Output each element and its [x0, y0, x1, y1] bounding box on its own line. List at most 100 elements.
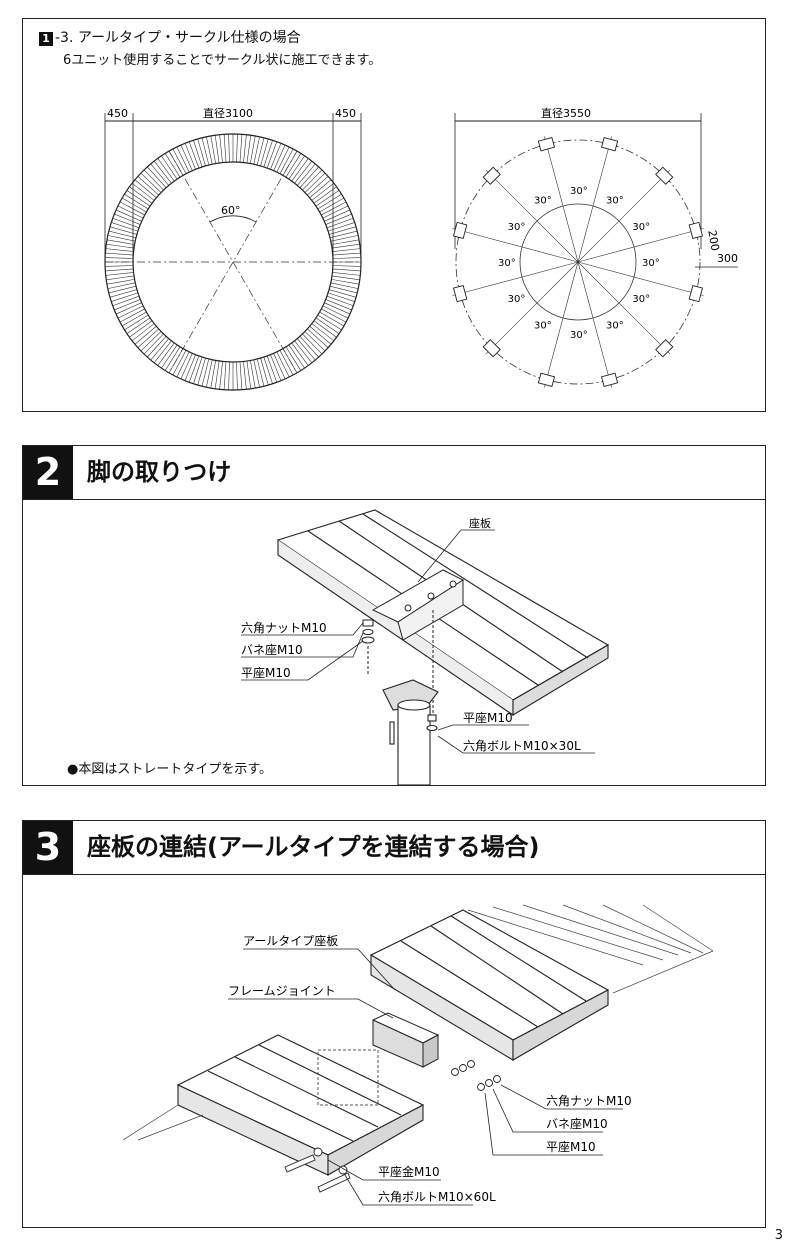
ring-slat — [109, 226, 137, 235]
bolt-marker — [482, 339, 501, 358]
label-r-seat: アールタイプ座板 — [243, 933, 338, 948]
bolt-layout-diagram: 直径3550 30°30°30°30°30°30°30°30°30°30°30°… — [452, 106, 738, 388]
spoke-line — [544, 261, 579, 388]
bolt-marker — [452, 284, 468, 303]
ring-slat — [112, 295, 140, 307]
ring-slat — [285, 346, 302, 371]
ring-slat — [329, 226, 357, 235]
ring-slat — [256, 358, 265, 387]
ring-slat — [322, 305, 349, 319]
section1-badge: 1 — [39, 32, 53, 46]
ring-slat — [153, 340, 172, 364]
section2-number: 2 — [23, 446, 73, 499]
ring-slat — [309, 326, 332, 345]
ring-slat — [329, 230, 358, 239]
ring-slat — [197, 138, 206, 166]
ring-slat — [330, 235, 359, 242]
ring-slat — [188, 355, 200, 383]
section1-title: -3. アールタイプ・サークル仕様の場合 — [55, 30, 301, 46]
ring-slat — [270, 354, 282, 381]
angle-label-30: 30° — [606, 196, 624, 207]
ring-slat — [319, 311, 345, 327]
ring-slat — [322, 205, 349, 219]
ring-slat — [331, 243, 360, 249]
dim-450-left: 450 — [107, 107, 128, 120]
ring-slat — [319, 197, 345, 213]
ring-slat — [317, 314, 342, 331]
ring-slat — [108, 285, 137, 294]
ring-slat — [105, 272, 134, 276]
section1-heading: 1-3. アールタイプ・サークル仕様の場合 — [39, 27, 301, 47]
bolt-markers — [452, 136, 704, 388]
ring-slat — [121, 311, 147, 327]
ring-slat — [119, 308, 145, 323]
ring-slat — [180, 353, 193, 380]
ring-slat — [246, 135, 252, 164]
ring-slat — [117, 305, 144, 319]
ring-slat — [106, 275, 135, 281]
ring-slat — [321, 308, 347, 323]
ring-slat — [250, 135, 256, 164]
ring-slat — [188, 141, 200, 169]
ring-slat — [324, 302, 351, 315]
angle-label-30: 30° — [632, 222, 650, 233]
ring-slat — [161, 155, 178, 180]
ring-slat — [329, 289, 357, 298]
section-seat-connection: 3 座板の連結(アールタイプを連結する場合) — [22, 820, 766, 1228]
spoke-line — [577, 261, 671, 355]
bolt-marker — [600, 136, 619, 152]
ring-slat — [114, 299, 141, 311]
ring-slat — [302, 169, 323, 191]
spoke-line — [485, 169, 579, 263]
ring-slat — [307, 176, 329, 196]
ring-slat — [328, 292, 355, 302]
ring-slat — [239, 134, 243, 163]
ring-slat — [206, 136, 213, 165]
angle-label-30: 30° — [642, 258, 660, 269]
dim-3550: 直径3550 — [541, 106, 591, 120]
ring-slat — [266, 355, 278, 383]
ring-slat — [279, 148, 294, 174]
ring-slat — [124, 314, 149, 331]
seat-connection-illustration: アールタイプ座板 フレームジョイント 六角ナットM10 バネ座M10 平座M10… — [122, 904, 714, 1206]
ring-slat — [206, 359, 213, 388]
ring-slat — [253, 136, 260, 165]
ring-slat — [105, 248, 134, 252]
ring-slat — [105, 265, 134, 267]
spoke-line — [452, 228, 579, 263]
ring-slat — [210, 135, 216, 164]
bolt-marker — [600, 372, 619, 388]
ring-slat — [180, 144, 193, 171]
label-spring-washer-3: バネ座M10 — [546, 1116, 608, 1131]
ring-slat — [236, 361, 238, 390]
section3-header: 3 座板の連結(アールタイプを連結する場合) — [23, 821, 765, 875]
angle-label-30: 30° — [534, 196, 552, 207]
ring-slat — [332, 252, 361, 256]
angle-label-30: 30° — [508, 222, 526, 233]
section3-title: 座板の連結(アールタイプを連結する場合) — [87, 833, 540, 861]
ring-slat — [126, 190, 151, 207]
dim-3100: 直径3100 — [203, 106, 253, 120]
ring-slat — [331, 279, 360, 285]
section2-title: 脚の取りつけ — [87, 458, 232, 486]
ring-slat — [304, 331, 326, 352]
ring-slat — [294, 340, 313, 364]
ring-slat — [157, 342, 175, 366]
ring-slat — [273, 144, 286, 171]
section3-number: 3 — [23, 821, 73, 874]
label-hex-nut-3: 六角ナットM10 — [546, 1094, 632, 1108]
ring-slat — [164, 153, 181, 178]
ring-slat — [157, 158, 175, 182]
ring-diagram: 450 直径3100 450 60° — [104, 106, 362, 391]
ring-slat — [106, 239, 135, 245]
angle-label-30: 30° — [570, 330, 588, 341]
spoke-line — [577, 261, 612, 388]
bolt-marker — [482, 166, 501, 185]
bolt-marker — [537, 372, 556, 388]
section-circle-spec: 1-3. アールタイプ・サークル仕様の場合 6ユニット使用することでサークル状に… — [22, 18, 766, 412]
ring-slat — [302, 333, 323, 355]
ring-slat — [246, 360, 252, 389]
label-frame-joint: フレームジョイント — [228, 984, 336, 998]
ring-slat — [330, 282, 359, 289]
ring-slat — [121, 197, 147, 213]
